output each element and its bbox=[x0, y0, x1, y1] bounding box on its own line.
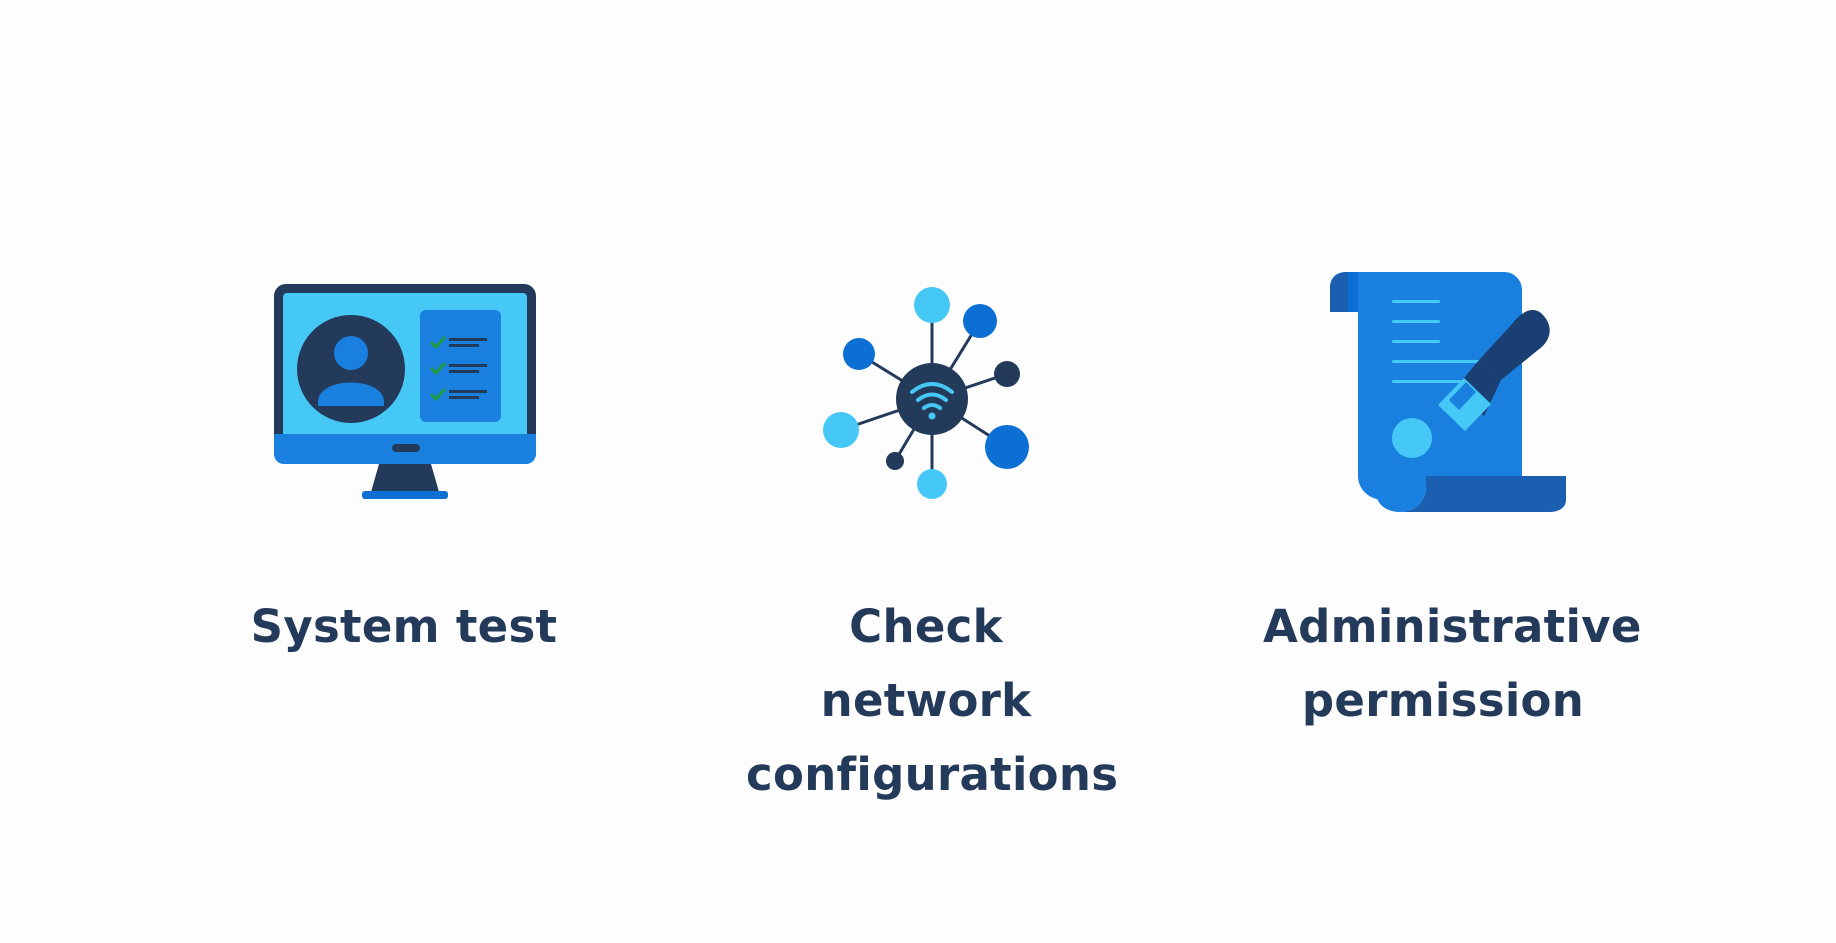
item-label: System test bbox=[250, 600, 558, 653]
item-label: Administrative permission bbox=[1263, 600, 1642, 727]
item-label: Check network configurations bbox=[746, 600, 1119, 801]
computer-user-checklist-icon bbox=[274, 284, 536, 499]
item-check-network: Check network configurations bbox=[626, 0, 1226, 943]
scroll-stamp-icon bbox=[1330, 272, 1566, 512]
item-system-test: System test bbox=[104, 0, 704, 943]
item-administrative-permission: Administrative permission bbox=[1143, 0, 1743, 943]
network-hub-wifi-icon bbox=[823, 287, 1029, 499]
